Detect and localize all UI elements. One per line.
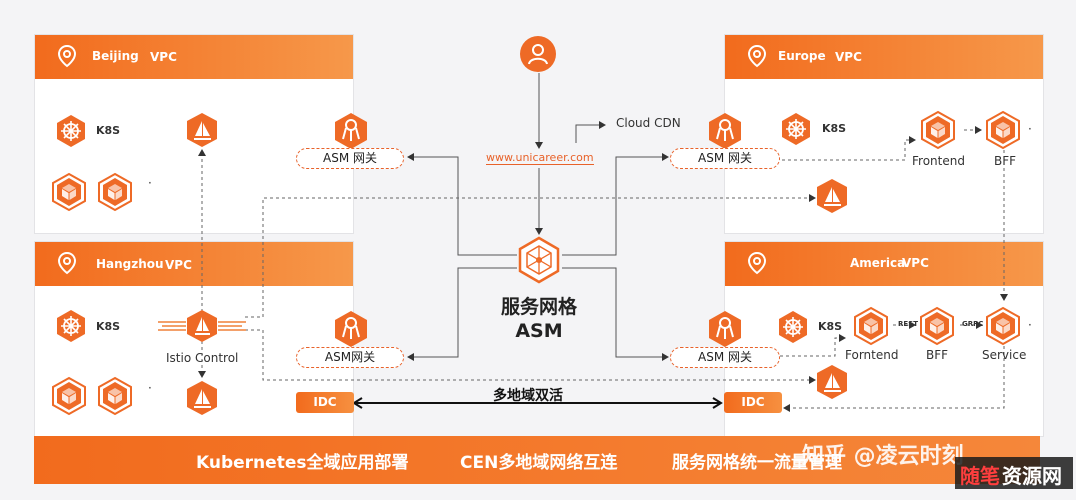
footer-mesh: 服务网格统一流量管理: [672, 453, 842, 473]
cloud-cdn-label: Cloud CDN: [616, 116, 681, 130]
ellipsis-dot: ·: [1028, 318, 1032, 332]
cube-icon: [984, 110, 1022, 154]
bff-eu-label: BFF: [994, 154, 1017, 168]
cube-icon: [984, 306, 1022, 350]
frontend-am-label: Forntend: [845, 348, 899, 362]
location-pin-icon: [54, 250, 80, 276]
idc-badge-america: IDC: [724, 392, 782, 413]
service-label: Service: [982, 348, 1027, 362]
gateway-icon: [707, 310, 743, 352]
sailboat-icon: [185, 380, 219, 420]
gateway-icon: [333, 112, 369, 154]
cube-icon: [96, 172, 134, 216]
bff-am-label: BFF: [926, 348, 949, 362]
k8s-label: K8S: [818, 320, 843, 333]
mesh-icon: [515, 236, 563, 288]
cube-icon: [96, 376, 134, 420]
asm-gateway-hangzhou: ASM网关: [296, 347, 404, 368]
asm-gateway-beijing: ASM 网关: [296, 148, 404, 169]
sailboat-icon: [815, 364, 849, 404]
site-watermark-bg: [955, 457, 1073, 489]
ellipsis-dot: ·: [1028, 122, 1032, 136]
helm-wheel-icon: [779, 112, 813, 150]
gateway-icon: [333, 310, 369, 352]
helm-wheel-icon: [776, 310, 810, 348]
k8s-label: K8S: [96, 320, 121, 333]
cube-icon: [852, 306, 890, 350]
panel-header: [725, 242, 1043, 286]
sailboat-icon: [815, 178, 849, 218]
panel-beijing: [34, 34, 354, 234]
panel-header: [725, 35, 1043, 79]
asm-center-cn: 服务网格: [500, 296, 577, 318]
panel-header: [35, 35, 353, 79]
region-vpc: VPC: [902, 256, 929, 270]
active-active-label: 多地域双活: [493, 388, 563, 404]
frontend-eu-label: Frontend: [912, 154, 965, 168]
ellipsis-dot: ·: [148, 176, 152, 190]
domain-link[interactable]: www.unicareer.com: [486, 151, 594, 165]
region-vpc: VPC: [165, 258, 192, 272]
footer-banner: Kubernetes全域应用部署 CEN多地域网络互连 服务网格统一流量管理: [34, 436, 1040, 484]
sailboat-icon: [185, 112, 219, 152]
region-vpc: VPC: [150, 50, 177, 64]
istio-control-icon: [156, 309, 248, 347]
asm-center-en: ASM: [515, 320, 563, 342]
k8s-label: K8S: [96, 124, 121, 137]
grpc-protocol-label: GRPC: [962, 320, 984, 328]
helm-wheel-icon: [54, 114, 88, 152]
region-name: Europe: [778, 49, 826, 63]
region-vpc: VPC: [835, 50, 862, 64]
region-name: America: [850, 256, 906, 270]
cube-icon: [919, 110, 957, 154]
asm-gateway-america: ASM 网关: [670, 347, 780, 368]
location-pin-icon: [744, 43, 770, 69]
asm-gateway-europe: ASM 网关: [670, 148, 780, 169]
cube-icon: [50, 172, 88, 216]
idc-badge-hangzhou: IDC: [296, 392, 354, 413]
rest-protocol-label: REST: [898, 320, 918, 328]
zhihu-watermark: 知乎 @凌云时刻: [802, 444, 964, 469]
region-name: Beijing: [92, 49, 139, 63]
helm-wheel-icon: [54, 309, 88, 347]
footer-k8s-deploy: Kubernetes全域应用部署: [196, 453, 409, 473]
location-pin-icon: [744, 250, 770, 276]
panel-europe: [724, 34, 1044, 234]
user-icon: [519, 35, 557, 77]
site-watermark-a: 随笔: [960, 464, 1000, 488]
ellipsis-dot: ·: [148, 381, 152, 395]
footer-cen: CEN多地域网络互连: [460, 453, 618, 473]
region-name: Hangzhou: [96, 257, 164, 271]
cube-icon: [50, 376, 88, 420]
site-watermark-b: 资源网: [1002, 464, 1062, 488]
gateway-icon: [707, 112, 743, 154]
cube-icon: [918, 306, 956, 350]
istio-control-label: Istio Control: [166, 351, 239, 365]
panel-header: [35, 242, 353, 286]
k8s-label: K8S: [822, 122, 847, 135]
location-pin-icon: [54, 43, 80, 69]
